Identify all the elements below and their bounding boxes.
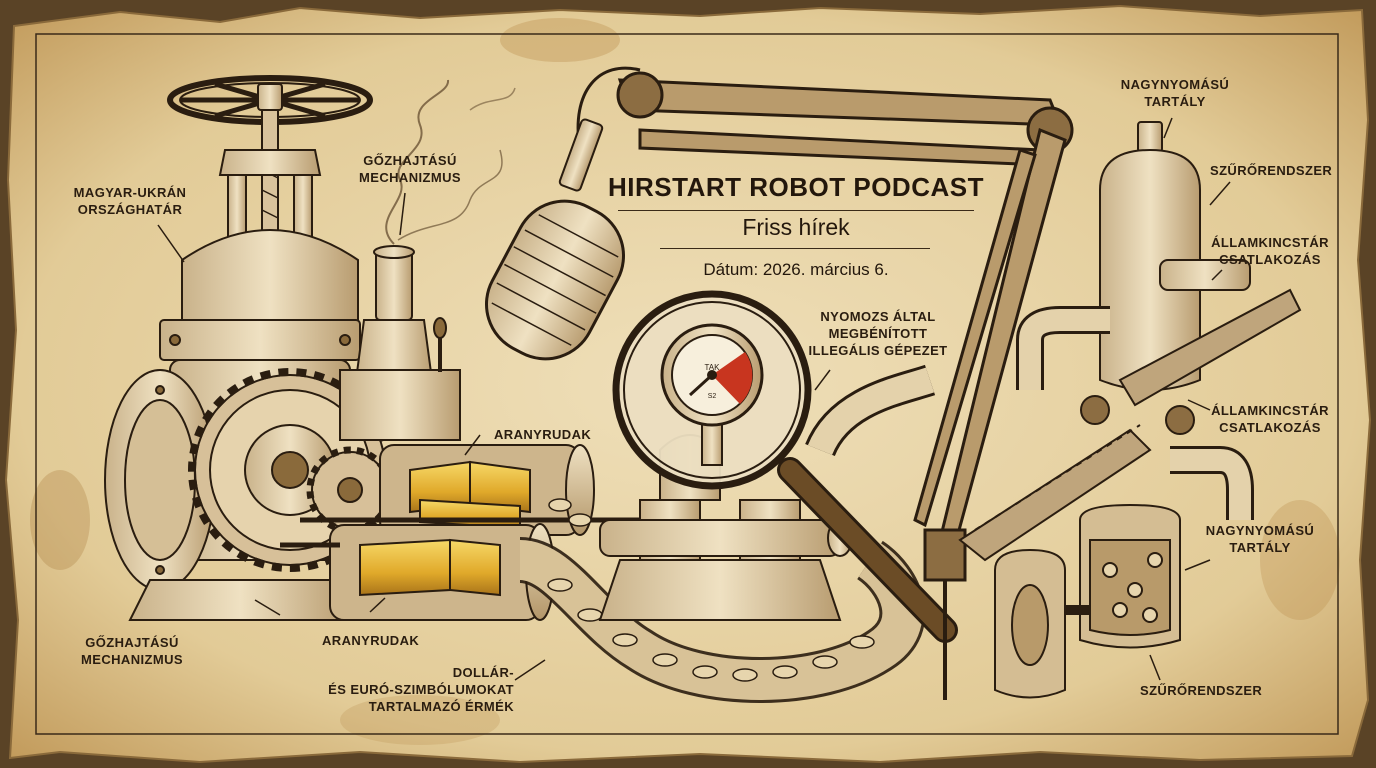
high-pressure-tank-top: [1099, 121, 1251, 391]
high-pressure-tank-bottom: [1079, 503, 1181, 649]
gold-bar: [449, 538, 501, 597]
podcast-subtitle: Friss hírek: [742, 214, 850, 240]
label-gold-bottom: ARANYRUDAK: [322, 633, 420, 648]
central-engine: [598, 434, 853, 621]
steam-cloud: [385, 79, 449, 245]
gold-bar: [359, 538, 451, 597]
gauge-bottom-text: S2: [708, 393, 717, 400]
boom-arm: [616, 71, 1074, 700]
microphone: [485, 118, 625, 361]
treasury-conveyor: [958, 288, 1302, 562]
gauge-red-zone: [712, 352, 753, 404]
label-filter-top: SZŰRŐRENDSZER: [1210, 163, 1333, 178]
gold-cylinder-top: [379, 444, 595, 536]
title-divider: [618, 210, 974, 211]
gauge-top-text: TAK: [705, 363, 721, 372]
podcast-date: Dátum: 2026. március 6.: [703, 260, 889, 279]
pressure-gauge: TAK S2: [660, 323, 764, 466]
gold-bar: [469, 460, 531, 514]
steam-chimney: [339, 245, 461, 441]
leader-lines: [157, 117, 1231, 681]
subtitle-divider: [660, 248, 930, 249]
filter-unit: [994, 548, 1090, 699]
podcast-title: HIRSTART ROBOT PODCAST: [608, 172, 984, 202]
label-gold-top: ARANYRUDAK: [494, 427, 592, 442]
coins: [547, 498, 875, 682]
label-filter-bottom: SZŰRŐRENDSZER: [1140, 683, 1263, 698]
